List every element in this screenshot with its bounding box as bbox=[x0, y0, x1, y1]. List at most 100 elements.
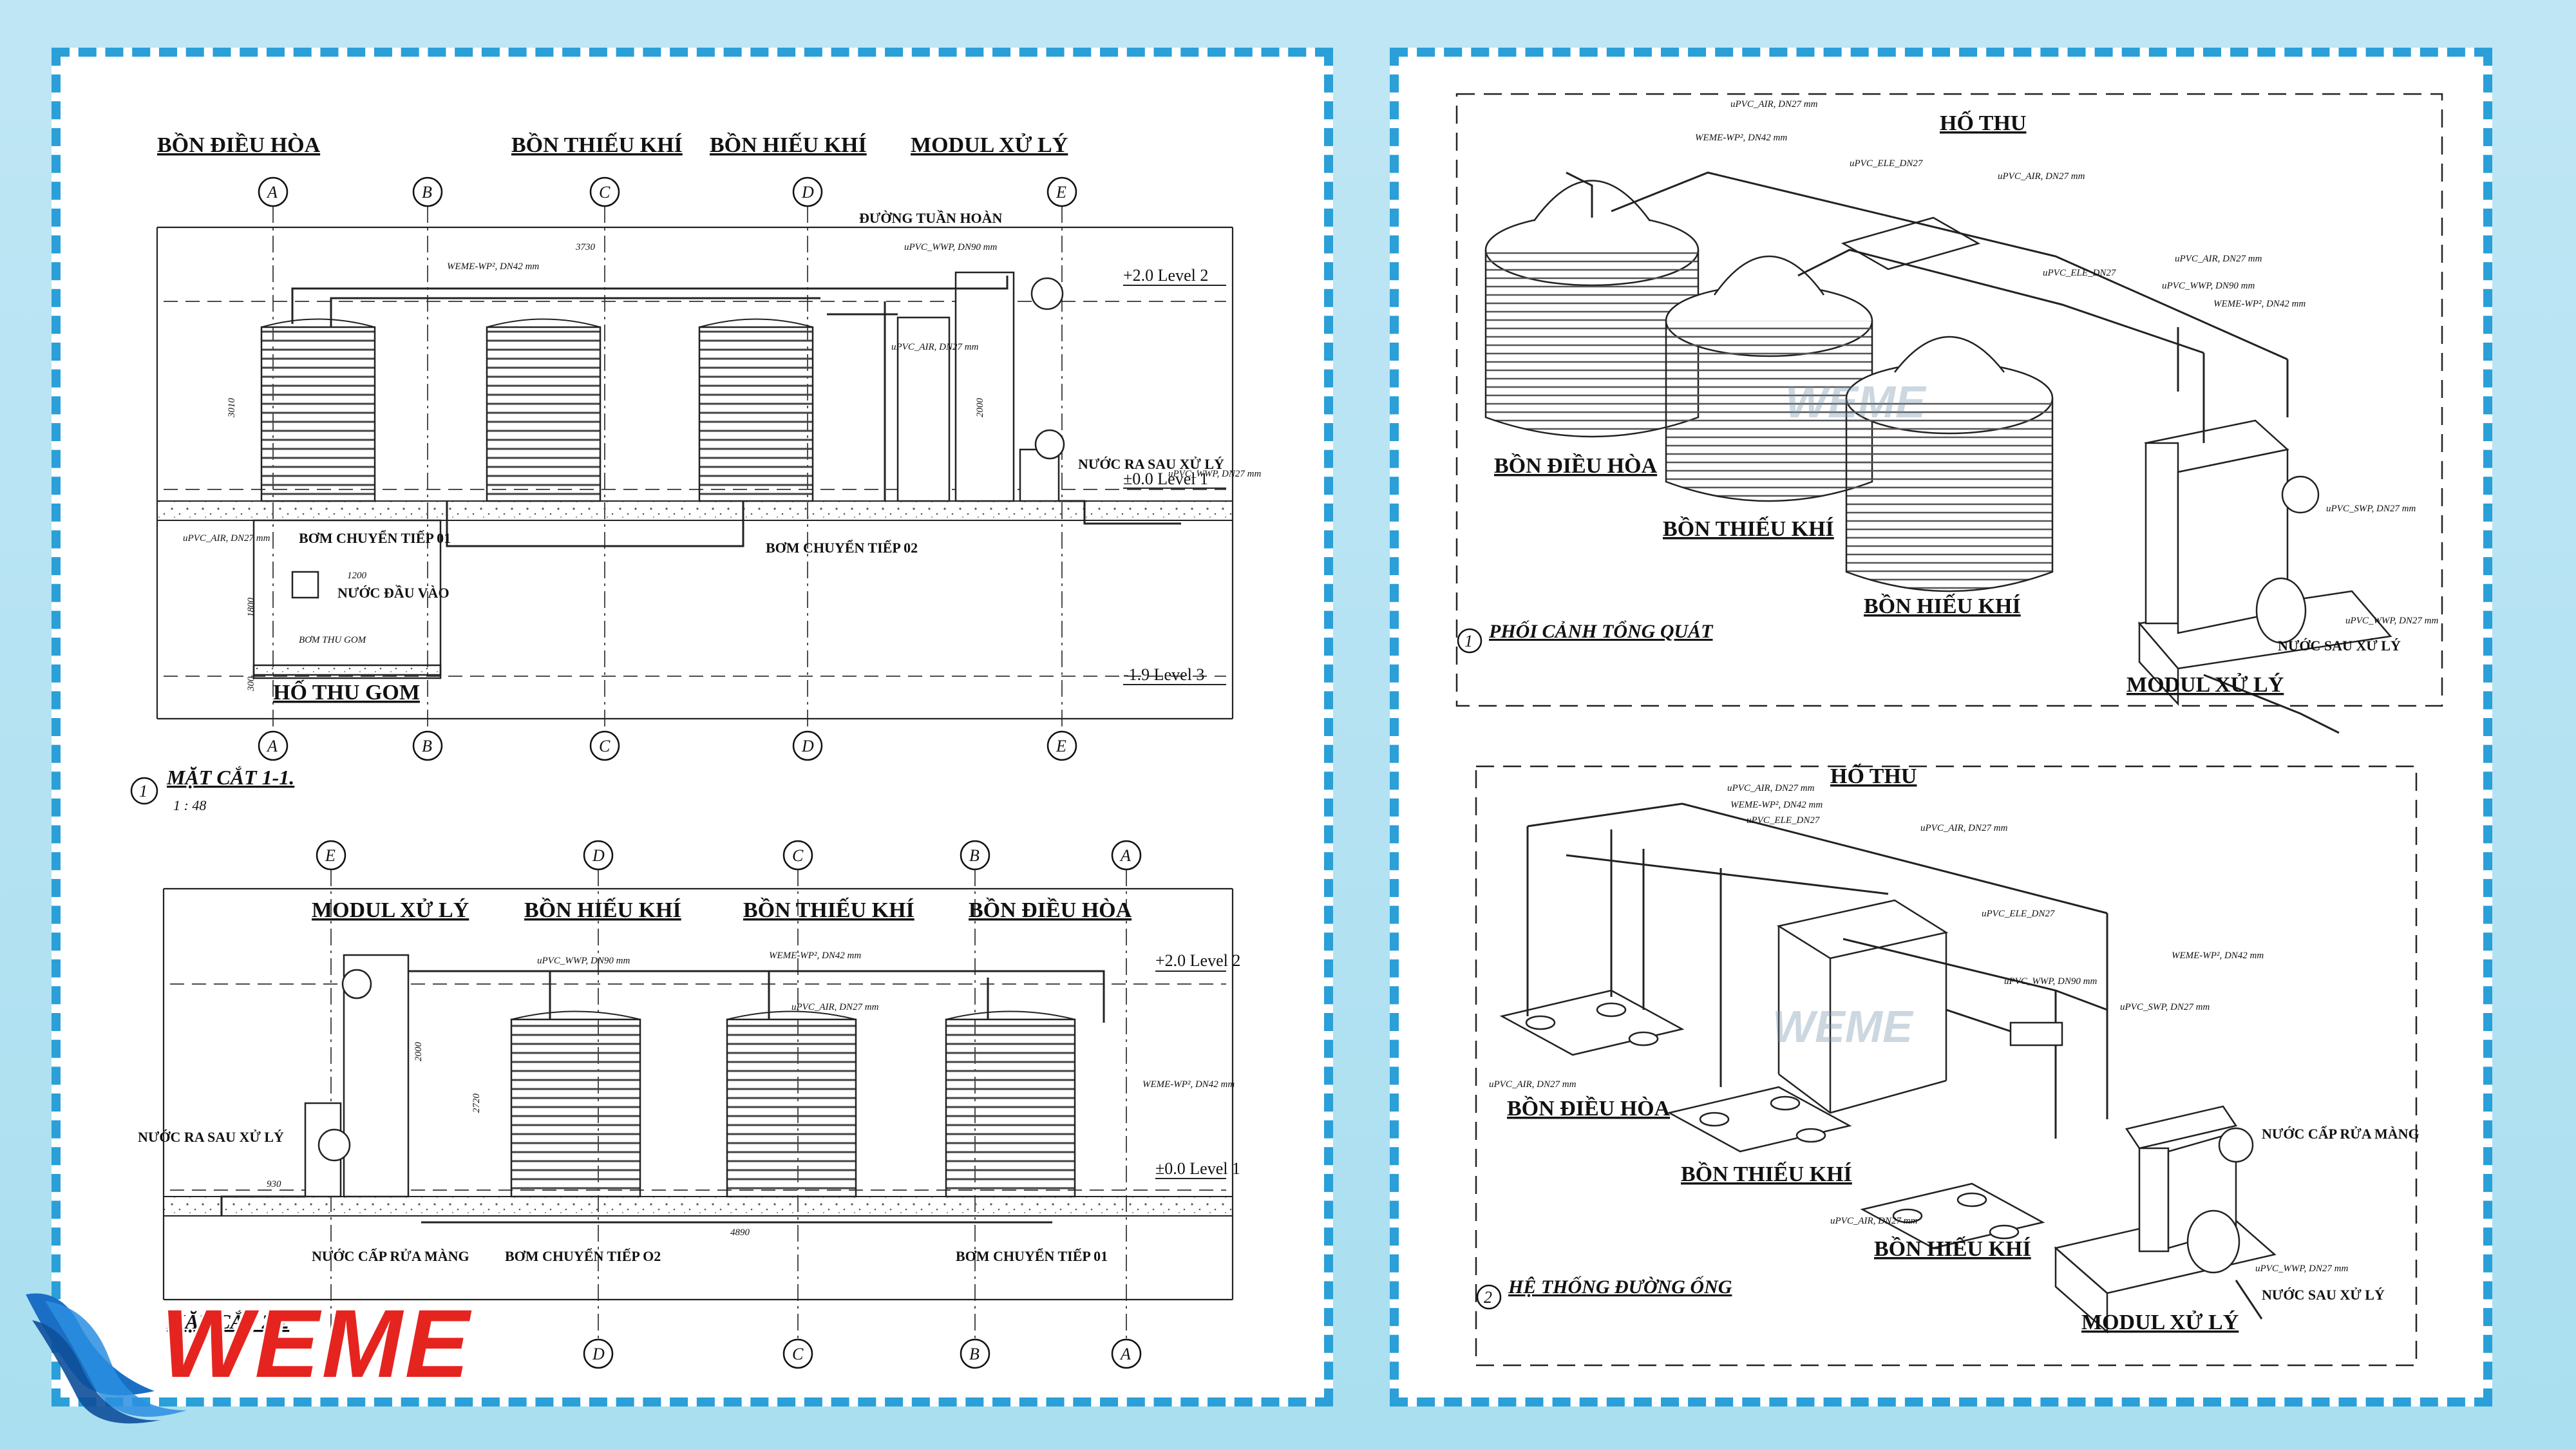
label-equalization-tank: BỒN ĐIỀU HÒA bbox=[1494, 453, 1658, 478]
sump-box-3d bbox=[1841, 216, 1981, 270]
label-treatment-module: MODUL XỬ LÝ bbox=[2126, 672, 2284, 697]
label-aerobic-tank: BỒN HIẾU KHÍ bbox=[524, 897, 681, 922]
axis-label: B bbox=[969, 846, 980, 865]
pipe-network-3d-1 bbox=[1566, 171, 2340, 734]
pipe-label: uPVC_ELE_DN27 bbox=[1850, 158, 1924, 169]
label-outlet: NƯỚC SAU XỬ LÝ bbox=[2262, 1287, 2385, 1303]
equalization-tank-2 bbox=[945, 1010, 1076, 1198]
pipe-label: WEME-WP², DN42 mm bbox=[1695, 133, 1787, 143]
section-number: 1 bbox=[139, 782, 147, 800]
pipe-label: uPVC_AIR, DN27 mm bbox=[1920, 823, 2008, 833]
treatment-module-3d-2 bbox=[2125, 1105, 2254, 1274]
weme-watermark: WEME bbox=[1785, 377, 1927, 427]
label-anoxic-tank: BỒN THIẾU KHÍ bbox=[1681, 1161, 1852, 1186]
axis-label: C bbox=[792, 1345, 804, 1363]
section-number-circle bbox=[130, 777, 158, 805]
anoxic-tank bbox=[486, 318, 601, 502]
pipe-label: uPVC_AIR, DN27 mm bbox=[1998, 171, 2085, 182]
label-sump-pit: HỐ THU bbox=[1940, 110, 2026, 135]
note-pump-1: BƠM CHUYỂN TIẾP 01 bbox=[299, 530, 451, 546]
pipe-label: WEME-WP², DN42 mm bbox=[447, 261, 539, 272]
pipe-label: uPVC_ELE_DN27 bbox=[1982, 909, 2056, 919]
pipe-label: uPVC_WWP, DN27 mm bbox=[1168, 469, 1261, 479]
axis-grid-lines-2 bbox=[330, 869, 1127, 1338]
note-recirculation: ĐƯỜNG TUẦN HOÀN bbox=[859, 210, 1003, 226]
label-equalization-tank: BỒN ĐIỀU HÒA bbox=[1507, 1095, 1671, 1121]
axis-label: D bbox=[801, 183, 814, 202]
label-aerobic-tank: BỒN HIẾU KHÍ bbox=[1874, 1236, 2031, 1261]
dimension: 3010 bbox=[227, 398, 237, 419]
pipe-label: uPVC_WWP, DN90 mm bbox=[904, 242, 997, 252]
perspective-drawings: HỐ THU BỒN ĐIỀU HÒA BỒN THIẾU KHÍ BỒN HI… bbox=[1455, 93, 2443, 1367]
axis-label: D bbox=[592, 846, 605, 865]
axis-label: D bbox=[801, 737, 814, 755]
pipe-label: WEME-WP², DN42 mm bbox=[2172, 951, 2264, 961]
label-anoxic-tank: BỒN THIẾU KHÍ bbox=[1663, 516, 1834, 541]
view-number-circle bbox=[1457, 628, 1482, 654]
view-frame bbox=[1455, 93, 2443, 707]
anoxic-tank-2 bbox=[726, 1010, 857, 1198]
pipe-label: uPVC_AIR, DN27 mm bbox=[1730, 99, 1818, 109]
axis-label: A bbox=[266, 737, 278, 755]
axis-label: E bbox=[1056, 183, 1066, 202]
view-2-pipe-system: HỐ THU BỒN ĐIỀU HÒA BỒN THIẾU KHÍ BỒN HI… bbox=[1475, 763, 2420, 1367]
right-drawing-panel: HỐ THU BỒN ĐIỀU HÒA BỒN THIẾU KHÍ BỒN HI… bbox=[1390, 48, 2492, 1406]
pipe-label: uPVC_WWP, DN27 mm bbox=[2255, 1264, 2348, 1274]
pipe-label: uPVC_AIR, DN27 mm bbox=[791, 1002, 879, 1012]
dimension: 1800 bbox=[246, 598, 256, 618]
axis-label: C bbox=[599, 183, 611, 202]
pipe-fitting bbox=[2009, 1021, 2063, 1046]
label-equalization-tank: BỒN ĐIỀU HÒA bbox=[969, 897, 1132, 922]
level-2-label: +2.0 Level 2 bbox=[1123, 266, 1208, 285]
label-outlet: NƯỚC SAU XỬ LÝ bbox=[2278, 638, 2401, 654]
label-membrane-feed: NƯỚC CẤP RỬA MÀNG bbox=[2262, 1126, 2420, 1142]
axis-label: C bbox=[599, 737, 611, 755]
dimension: 2000 bbox=[975, 398, 985, 418]
section-scale: 1 : 48 bbox=[173, 797, 206, 813]
ground-slab-2 bbox=[163, 1196, 1233, 1217]
note-membrane: NƯỚC CẤP RỬA MÀNG bbox=[312, 1248, 469, 1264]
axis-label: A bbox=[266, 183, 278, 202]
aerobic-tank-3d bbox=[1845, 336, 2054, 592]
label-sump-pit: HỐ THU bbox=[1830, 763, 1917, 788]
treatment-module-2 bbox=[304, 954, 410, 1198]
dimension: 2000 bbox=[413, 1042, 424, 1062]
pipe-network-3d-2 bbox=[1526, 802, 2263, 1320]
pipe-label: uPVC_AIR, DN27 mm bbox=[1830, 1216, 1918, 1226]
section-title: MẶT CẮT 2-2 bbox=[166, 1310, 289, 1333]
pipe-label: uPVC_SWP, DN27 mm bbox=[2120, 1002, 2210, 1012]
dimension: 300 bbox=[246, 676, 256, 692]
axis-bubbles-bottom bbox=[258, 730, 1077, 761]
dimension: 930 bbox=[267, 1179, 281, 1189]
treatment-module bbox=[896, 271, 1065, 502]
aerobic-tank bbox=[698, 318, 814, 502]
label-aerobic-tank: BỒN HIẾU KHÍ bbox=[710, 132, 867, 157]
pipe-label: WEME-WP², DN42 mm bbox=[1730, 800, 1823, 810]
axis-label: A bbox=[1119, 1345, 1131, 1363]
equalization-tank-3d bbox=[1484, 180, 1700, 438]
pipe-network-1 bbox=[291, 276, 1181, 547]
pipe-label: uPVC_AIR, DN27 mm bbox=[891, 342, 979, 352]
label-anoxic-tank: BỒN THIẾU KHÍ bbox=[743, 897, 914, 922]
section-1-1: BỒN ĐIỀU HÒA BỒN THIẾU KHÍ BỒN HIẾU KHÍ … bbox=[130, 132, 1261, 813]
equalization-tank bbox=[260, 318, 376, 502]
view-1-general-perspective: HỐ THU BỒN ĐIỀU HÒA BỒN THIẾU KHÍ BỒN HI… bbox=[1455, 93, 2443, 734]
note-sump-pump: BƠM THU GOM bbox=[299, 635, 367, 645]
label-anoxic-tank: BỒN THIẾU KHÍ bbox=[511, 132, 683, 157]
level-1-label: ±0.0 Level 1 bbox=[1155, 1159, 1240, 1178]
view-title: PHỐI CẢNH TỔNG QUÁT bbox=[1488, 620, 1714, 642]
pipe-label: WEME-WP², DN42 mm bbox=[2213, 299, 2306, 309]
label-sump: HỐ THU GOM bbox=[273, 679, 420, 705]
dimension: 4890 bbox=[730, 1227, 750, 1238]
ground-slab bbox=[156, 500, 1233, 521]
view-number-circle bbox=[1476, 1284, 1502, 1310]
view-number: 2 bbox=[1484, 1288, 1492, 1307]
axis-label: C bbox=[792, 846, 804, 865]
pipe-label: uPVC_AIR, DN27 mm bbox=[1489, 1079, 1577, 1090]
pipe-label: WEME-WP², DN42 mm bbox=[1142, 1079, 1235, 1090]
pipe-label: uPVC_AIR, DN27 mm bbox=[183, 533, 270, 544]
sump-box-wireframe bbox=[1776, 899, 1949, 1114]
label-aerobic-tank: BỒN HIẾU KHÍ bbox=[1864, 593, 2021, 618]
pipe-label: uPVC_SWP, DN27 mm bbox=[2326, 504, 2416, 514]
aerobic-tank-2 bbox=[510, 1010, 641, 1198]
